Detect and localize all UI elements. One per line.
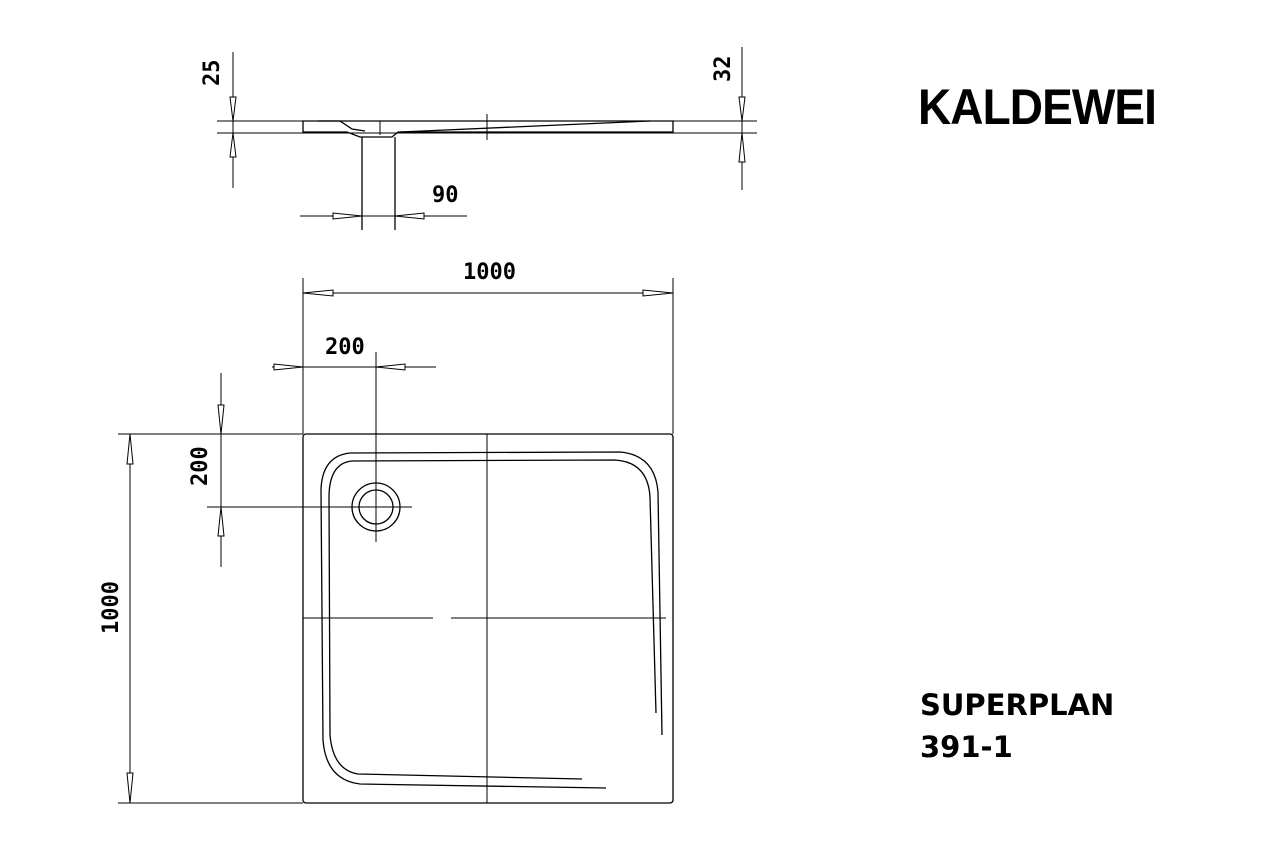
dim-drain-x-label: 200 xyxy=(325,335,365,360)
brand-logo: KALDEWEI xyxy=(918,79,1157,135)
dim-90-label: 90 xyxy=(432,183,459,208)
dim-32-label: 32 xyxy=(711,56,736,83)
dim-25-label: 25 xyxy=(200,60,225,87)
dim-drain-y-label: 200 xyxy=(188,446,213,486)
product-model: 391-1 xyxy=(920,730,1013,764)
side-view xyxy=(217,47,757,230)
dim-length-label: 1000 xyxy=(99,581,124,634)
dim-width-label: 1000 xyxy=(463,260,516,285)
product-name: SUPERPLAN xyxy=(920,688,1115,722)
top-view xyxy=(118,278,674,804)
